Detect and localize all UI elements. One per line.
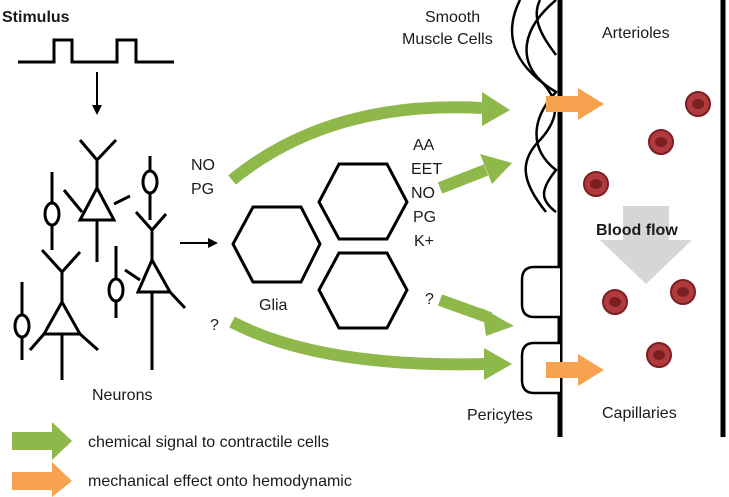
legend: chemical signal to contractile cells mec…: [12, 422, 352, 497]
green-arrow-top: [228, 101, 483, 185]
legend-green-arrow: [12, 422, 72, 460]
factor-label: PG: [413, 209, 436, 226]
factor-label: EET: [411, 161, 442, 178]
chemical-arrows: [228, 101, 493, 371]
pericyte: [520, 341, 560, 395]
glia-label: Glia: [259, 297, 288, 314]
smooth-muscle-label-line2: Muscle Cells: [402, 31, 493, 48]
neurons-group: [13, 138, 187, 380]
question-label-right: ?: [425, 291, 434, 308]
glia-hexagon: [317, 162, 409, 241]
green-arrow-lower: [437, 294, 493, 324]
pg-label-left: PG: [191, 181, 214, 198]
factor-label: K+: [414, 233, 434, 250]
neuron: [124, 211, 187, 370]
legend-green-label: chemical signal to contractile cells: [88, 434, 329, 451]
capillaries-label: Capillaries: [602, 405, 677, 422]
question-label-left: ?: [210, 317, 219, 334]
blood-flow-arrow: [600, 206, 692, 284]
glia-hexagon: [317, 251, 409, 330]
glia-cells: [231, 162, 409, 330]
green-arrow-bottom: [229, 316, 487, 371]
factor-label: AA: [413, 137, 435, 154]
legend-orange-arrow: [12, 462, 72, 497]
factor-label: NO: [411, 185, 435, 202]
no-label-left: NO: [191, 157, 215, 174]
smooth-muscle-label-line1: Smooth: [425, 9, 480, 26]
mechanical-arrows: [546, 88, 604, 386]
neuron: [28, 248, 99, 380]
stimulus-label: Stimulus: [2, 9, 70, 26]
blood-flow-label: Blood flow: [596, 222, 678, 239]
green-arrow-middle: [437, 164, 489, 194]
blood-cell-centers: [590, 99, 704, 360]
neurons-label: Neurons: [92, 387, 152, 404]
neuron: [62, 138, 131, 262]
chemical-arrowheads: [480, 92, 514, 380]
arterioles-label: Arterioles: [602, 25, 670, 42]
orange-arrow-bottom: [546, 354, 604, 386]
glia-hexagon: [231, 205, 322, 284]
legend-orange-label: mechanical effect onto hemodynamic: [88, 473, 352, 490]
pericytes-label: Pericytes: [467, 407, 533, 424]
orange-arrow-top: [546, 88, 604, 120]
pericytes: [520, 265, 560, 395]
pericyte: [520, 265, 560, 319]
stimulus-waveform: [18, 38, 174, 64]
